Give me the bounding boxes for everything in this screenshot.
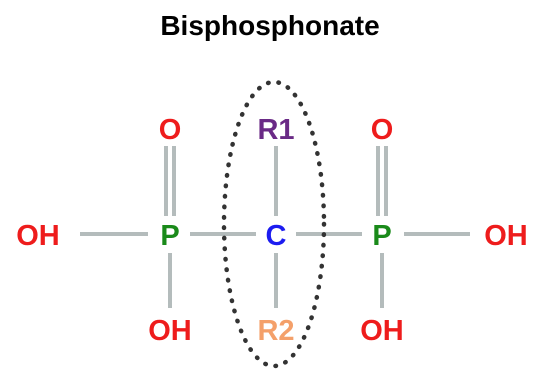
oh-right-label: OH	[484, 220, 528, 252]
c-center-label: C	[266, 220, 287, 252]
oh-right-bottom-label: OH	[360, 315, 404, 347]
p-left-label: P	[160, 220, 179, 252]
substituent-highlight-ellipse	[221, 79, 327, 369]
oh-left-bottom-label: OH	[148, 315, 192, 347]
bonds	[80, 146, 470, 308]
r1-label: R1	[257, 114, 294, 146]
r2-label: R2	[257, 315, 294, 347]
diagram-title: Bisphosphonate	[160, 10, 380, 41]
oh-left-label: OH	[16, 220, 60, 252]
p-right-label: P	[372, 220, 391, 252]
o-left-label: O	[159, 114, 182, 146]
o-right-label: O	[371, 114, 394, 146]
